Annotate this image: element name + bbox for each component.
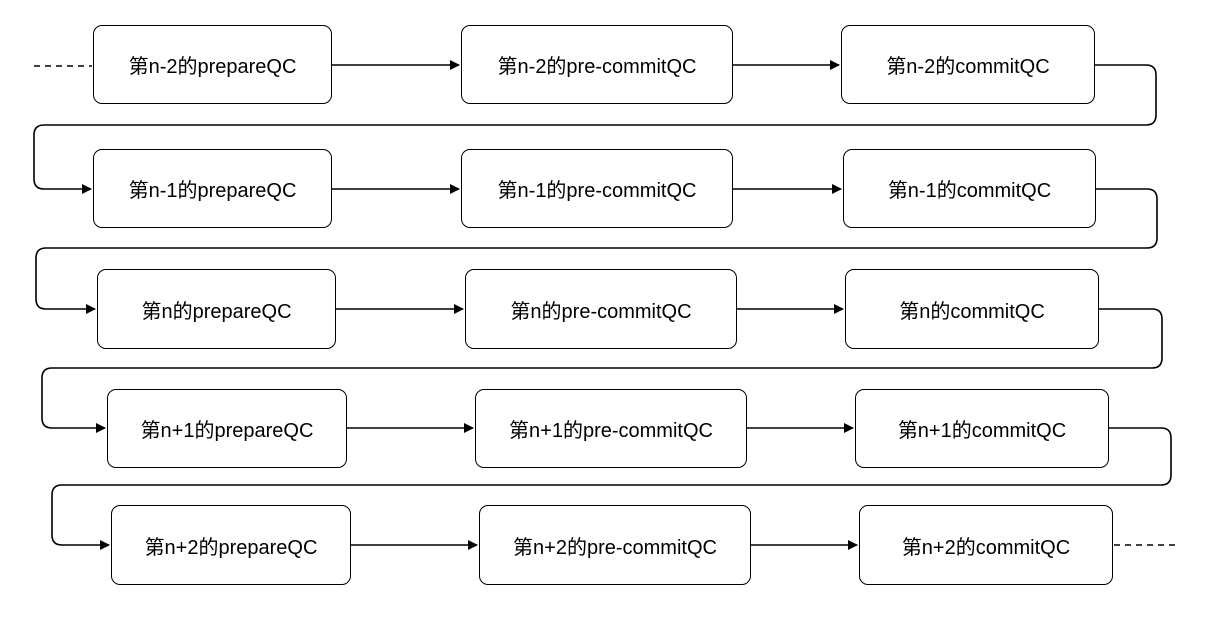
node-n-plus-2-pre-commit-qc: 第n+2的pre-commitQC	[479, 505, 751, 585]
node-n-plus-2-prepare-qc: 第n+2的prepareQC	[111, 505, 351, 585]
node-n-minus-2-commit-qc: 第n-2的commitQC	[841, 25, 1095, 104]
node-n-minus-1-pre-commit-qc: 第n-1的pre-commitQC	[461, 149, 733, 228]
node-n-prepare-qc: 第n的prepareQC	[97, 269, 336, 349]
node-n-pre-commit-qc: 第n的pre-commitQC	[465, 269, 737, 349]
node-n-plus-1-prepare-qc: 第n+1的prepareQC	[107, 389, 347, 468]
node-n-plus-1-commit-qc: 第n+1的commitQC	[855, 389, 1109, 468]
node-n-minus-1-prepare-qc: 第n-1的prepareQC	[93, 149, 332, 228]
wrap-connector-3	[41, 308, 1163, 433]
node-n-commit-qc: 第n的commitQC	[845, 269, 1099, 349]
wrap-connector-1	[33, 64, 1157, 194]
node-n-minus-2-pre-commit-qc: 第n-2的pre-commitQC	[461, 25, 733, 104]
node-n-plus-1-pre-commit-qc: 第n+1的pre-commitQC	[475, 389, 747, 468]
node-n-minus-2-prepare-qc: 第n-2的prepareQC	[93, 25, 332, 104]
node-n-plus-2-commit-qc: 第n+2的commitQC	[859, 505, 1113, 585]
wrap-connector-2	[35, 188, 1158, 314]
wrap-connector-4	[51, 427, 1172, 550]
node-n-minus-1-commit-qc: 第n-1的commitQC	[843, 149, 1096, 228]
